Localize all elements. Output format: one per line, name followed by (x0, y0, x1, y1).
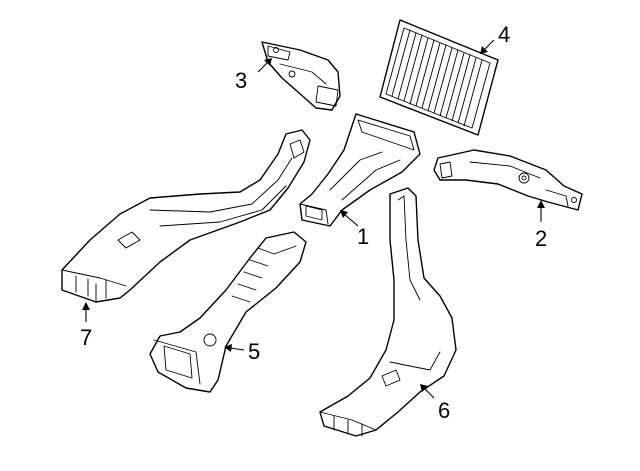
leader-lines (82, 39, 545, 399)
center-duct (299, 113, 421, 227)
upper-left-duct (261, 41, 341, 111)
callout-labels: 1 2 3 4 5 6 7 (80, 22, 547, 423)
callout-1: 1 (357, 224, 369, 249)
callout-2: 2 (535, 226, 547, 251)
callout-7: 7 (80, 325, 92, 350)
callout-4: 4 (498, 22, 510, 47)
cabin-air-filter (379, 19, 499, 136)
rear-floor-duct-left (149, 231, 307, 393)
rear-floor-duct-right (319, 187, 457, 437)
callout-5: 5 (248, 339, 260, 364)
callout-6: 6 (438, 398, 450, 423)
right-duct (433, 149, 583, 211)
callout-3: 3 (235, 68, 247, 93)
front-floor-duct-left (61, 129, 311, 303)
